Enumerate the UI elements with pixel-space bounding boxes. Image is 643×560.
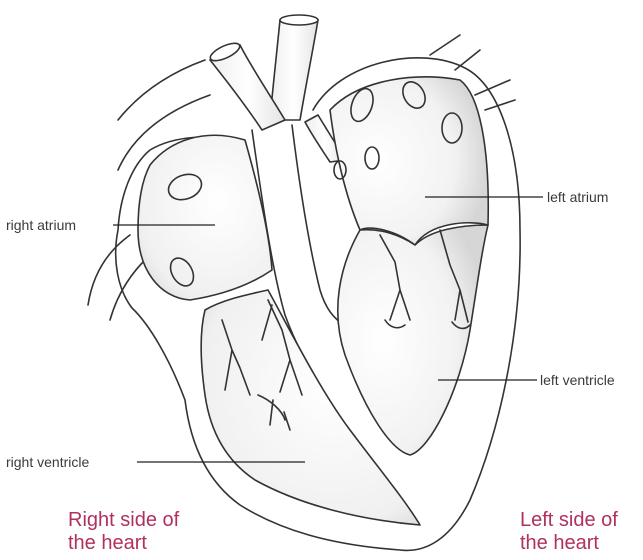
aorta-opening [280,15,318,25]
vein-line-4 [485,100,515,110]
label-left-atrium: left atrium [547,190,608,204]
aorta-left-wall [270,20,318,120]
right-side-caption: Right side of the heart [68,509,179,555]
vessel-arc-4 [110,260,145,320]
left-atrium-wall [330,77,488,245]
vein-line-2 [455,50,480,70]
left-side-caption: Left side of the heart [520,509,618,555]
label-right-ventricle: right ventricle [6,455,89,469]
vein-line-3 [475,80,510,95]
vein-line-1 [430,35,460,55]
vessel-arc-1 [118,60,205,120]
label-left-ventricle: left ventricle [540,373,615,387]
label-right-atrium: right atrium [6,218,76,232]
right-atrium-wall [138,135,272,300]
left-ventricle-cavity [338,225,488,455]
